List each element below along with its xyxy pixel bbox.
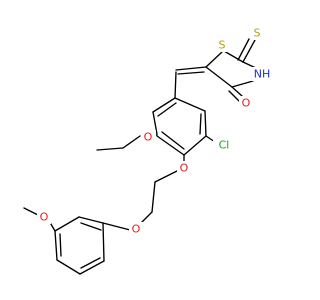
bond	[204, 110, 207, 137]
bond	[228, 90, 240, 102]
thione-sulfur-label: S	[254, 27, 261, 40]
bond	[199, 113, 202, 135]
phenoxy-oxygen-label: O	[132, 223, 141, 236]
bond	[231, 80, 254, 88]
bond	[205, 66, 233, 88]
bond	[102, 222, 105, 262]
molecule-structure: S S NH O O Cl O O O	[23, 26, 273, 275]
methoxy-oxygen-label: O	[40, 211, 49, 224]
bond	[157, 102, 177, 117]
bond	[177, 71, 205, 75]
bond	[161, 131, 185, 150]
bond	[96, 147, 124, 151]
bond	[79, 260, 105, 275]
bond	[223, 50, 244, 63]
ring-sulfur-label: S	[219, 39, 226, 52]
bond	[54, 216, 80, 232]
bond	[237, 38, 250, 61]
chlorine-label: Cl	[219, 139, 230, 152]
bond	[54, 230, 58, 261]
bond	[59, 233, 62, 257]
bond	[152, 111, 158, 135]
bond	[174, 71, 177, 99]
ether-oxygen-label: O	[180, 162, 189, 175]
bond	[205, 51, 223, 68]
bond	[242, 39, 256, 63]
ethoxy-oxygen-label: O	[144, 131, 153, 144]
bond	[122, 135, 141, 149]
bond	[154, 169, 180, 183]
bond	[102, 222, 131, 231]
nitrogen-label: NH	[254, 68, 271, 81]
bond	[78, 216, 104, 224]
bond	[80, 257, 101, 269]
bond	[175, 66, 207, 71]
bond	[152, 97, 176, 113]
bond	[80, 222, 102, 231]
bond	[174, 97, 206, 112]
bond	[231, 86, 243, 97]
bond-layer	[23, 38, 259, 275]
bond	[23, 207, 39, 216]
carbonyl-oxygen-label: O	[242, 97, 251, 110]
bond	[156, 135, 185, 156]
atom-label-layer: S S NH O O Cl O O O	[37, 26, 273, 236]
bond	[151, 181, 156, 213]
bond	[56, 259, 81, 275]
bond	[183, 135, 207, 156]
